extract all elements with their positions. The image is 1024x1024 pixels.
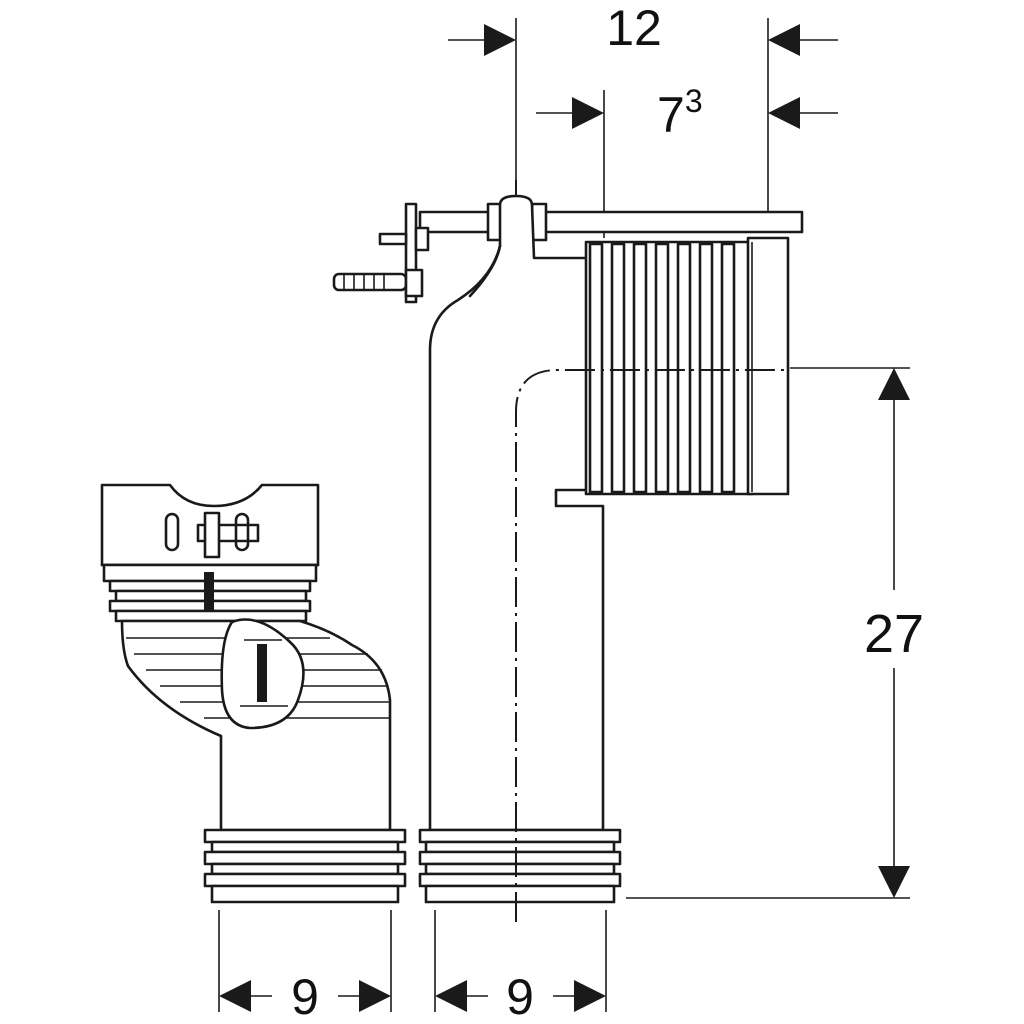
marker-icon bbox=[204, 572, 214, 612]
arrow-left-icon bbox=[219, 980, 251, 1012]
dimension-top-width-label: 12 bbox=[606, 0, 662, 56]
arrow-left-icon bbox=[768, 97, 800, 129]
arrow-right-icon bbox=[484, 24, 516, 56]
pan-connector-bend bbox=[332, 180, 804, 922]
offset-pan-connector bbox=[100, 483, 407, 904]
dimension-top-width: 12 bbox=[448, 0, 838, 216]
dimension-inner-width: 73 bbox=[536, 83, 838, 238]
arrow-right-icon bbox=[572, 97, 604, 129]
dimension-height: 27 bbox=[626, 367, 924, 899]
dimension-left-bottom: 9 bbox=[218, 910, 392, 1024]
fixing-bar bbox=[418, 210, 804, 234]
arrow-right-icon bbox=[574, 980, 606, 1012]
dimension-right-bottom-label: 9 bbox=[506, 969, 534, 1024]
dimension-right-bottom: 9 bbox=[434, 910, 607, 1024]
arrow-down-icon bbox=[878, 866, 910, 898]
arrow-right-icon bbox=[359, 980, 391, 1012]
arrow-up-icon bbox=[878, 368, 910, 400]
marker-icon bbox=[257, 644, 267, 702]
dimension-left-bottom-label: 9 bbox=[291, 969, 319, 1024]
dimension-inner-width-label: 73 bbox=[657, 83, 703, 143]
arrow-left-icon bbox=[768, 24, 800, 56]
dimension-height-label: 27 bbox=[864, 604, 924, 664]
arrow-left-icon bbox=[435, 980, 467, 1012]
